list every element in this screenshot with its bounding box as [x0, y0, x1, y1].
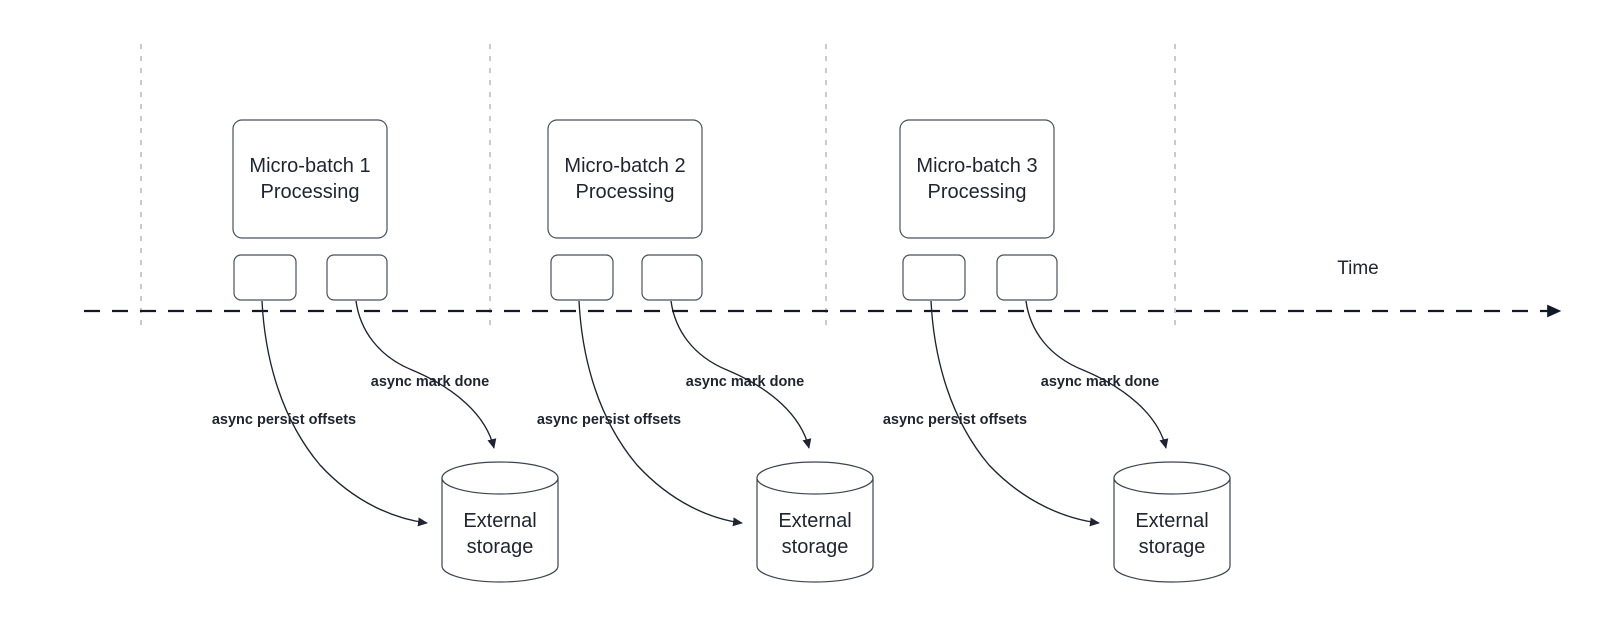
micro-batch-box-2-line1: Micro-batch 2 [564, 155, 685, 177]
cylinder-2-top [756, 461, 874, 495]
cylinder-2-label-line2: storage [782, 536, 849, 558]
time-axis-group: Time [84, 258, 1562, 318]
external-storage-cylinder-2[interactable]: External storage [756, 461, 874, 583]
cylinder-1-body [441, 477, 559, 583]
micro-batch-box-2-line2: Processing [576, 181, 675, 203]
tick-box-2-left[interactable] [550, 254, 614, 301]
micro-batch-box-3-line2: Processing [928, 181, 1027, 203]
cylinder-1-label-line1: External [463, 510, 536, 532]
group-2: Micro-batch 2 Processing External storag… [537, 119, 874, 583]
group-1: Micro-batch 1 Processing External storag… [212, 119, 559, 583]
tick-box-1-left[interactable] [233, 254, 297, 301]
micro-batch-box-3-line1: Micro-batch 3 [916, 155, 1037, 177]
group-3: Micro-batch 3 Processing External storag… [883, 119, 1231, 583]
tick-box-2-right[interactable] [641, 254, 703, 301]
edge-persist-offsets-2-label: async persist offsets [537, 412, 681, 428]
micro-batch-box-2[interactable] [547, 119, 703, 239]
cylinder-3-label-line2: storage [1139, 536, 1206, 558]
micro-batch-box-3[interactable] [899, 119, 1055, 239]
cylinder-1-top [441, 461, 559, 495]
edge-persist-offsets-2 [578, 300, 743, 527]
edge-persist-offsets-1 [261, 300, 428, 527]
micro-batch-box-1-line2: Processing [261, 181, 360, 203]
edge-persist-offsets-3-label: async persist offsets [883, 412, 1027, 428]
cylinder-1-label-line2: storage [467, 536, 534, 558]
edge-mark-done-3 [1025, 300, 1169, 449]
edge-persist-offsets-1-label: async persist offsets [212, 412, 356, 428]
micro-batch-box-1[interactable] [232, 119, 388, 239]
tick-box-3-right[interactable] [996, 254, 1058, 301]
external-storage-cylinder-1[interactable]: External storage [441, 461, 559, 583]
time-axis-label: Time [1337, 258, 1379, 279]
edge-persist-offsets-3 [930, 300, 1100, 527]
edge-mark-done-1 [355, 300, 497, 449]
cylinder-3-top [1113, 461, 1231, 495]
micro-batch-box-1-line1: Micro-batch 1 [249, 155, 370, 177]
cylinder-3-label-line1: External [1135, 510, 1208, 532]
edge-mark-done-1-label: async mark done [371, 374, 489, 390]
cylinder-3-body [1113, 477, 1231, 583]
edge-mark-done-3-label: async mark done [1041, 374, 1159, 390]
external-storage-cylinder-3[interactable]: External storage [1113, 461, 1231, 583]
cylinder-2-label-line1: External [778, 510, 851, 532]
edge-mark-done-2-label: async mark done [686, 374, 804, 390]
tick-box-1-right[interactable] [326, 254, 388, 301]
cylinder-2-body [756, 477, 874, 583]
edge-mark-done-2 [670, 300, 812, 449]
tick-box-3-left[interactable] [902, 254, 966, 301]
